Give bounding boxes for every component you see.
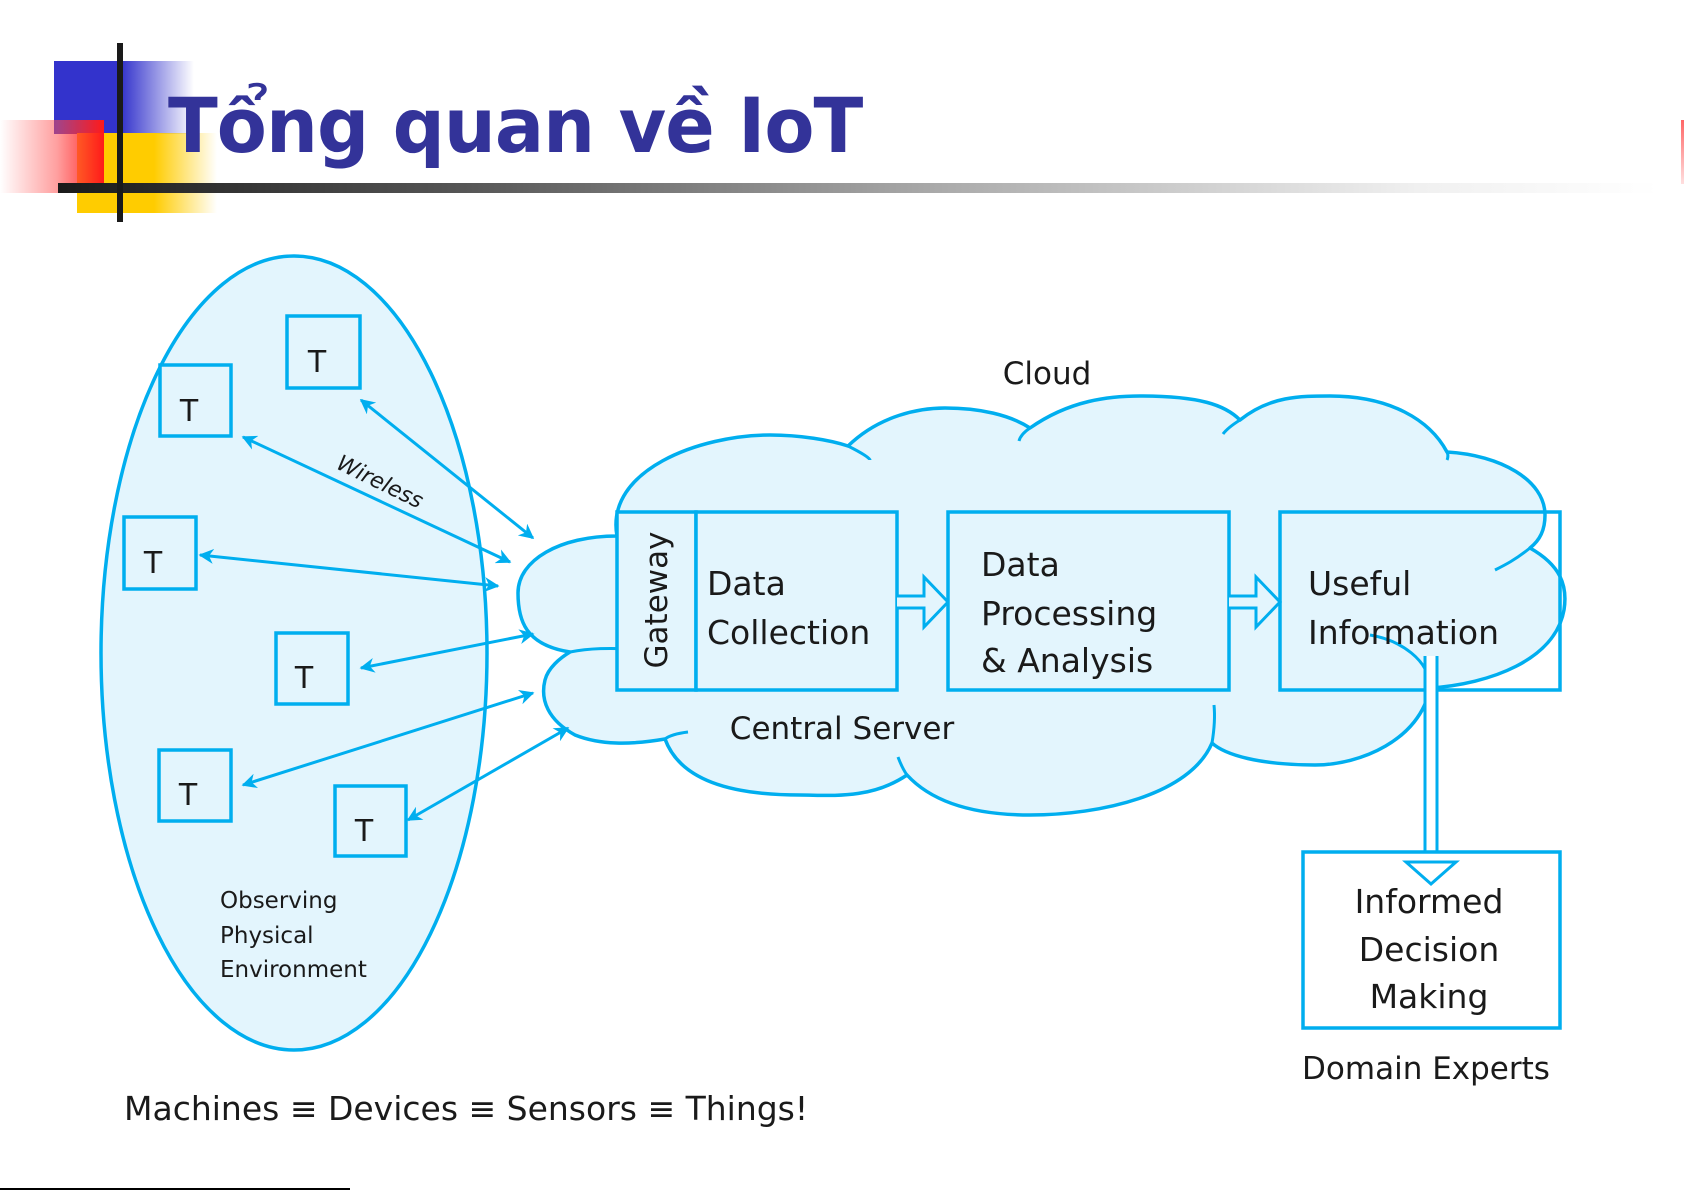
decision-label-line: Making bbox=[1370, 977, 1489, 1016]
svg-text:T: T bbox=[307, 345, 327, 380]
environment-caption-line: Environment bbox=[220, 957, 367, 983]
environment-caption-line: Observing bbox=[220, 888, 337, 914]
data-collection-label-line: Collection bbox=[707, 613, 870, 652]
domain-experts-label: Domain Experts bbox=[1302, 1051, 1550, 1087]
svg-text:T: T bbox=[294, 661, 314, 696]
thing-node: T bbox=[159, 750, 231, 821]
footer-divider bbox=[0, 1188, 350, 1190]
thing-node: T bbox=[335, 786, 406, 856]
central-server-label: Central Server bbox=[730, 711, 955, 747]
decision-label-line: Informed bbox=[1355, 882, 1504, 921]
thing-node: T bbox=[160, 365, 231, 436]
useful-information-label-line: Information bbox=[1308, 613, 1499, 652]
thing-node: T bbox=[287, 316, 360, 388]
svg-text:T: T bbox=[354, 814, 374, 849]
svg-text:T: T bbox=[178, 778, 198, 813]
thing-node: T bbox=[124, 517, 196, 589]
data-processing-label-line: Data bbox=[981, 545, 1060, 584]
svg-text:T: T bbox=[179, 394, 199, 429]
environment-caption-line: Physical bbox=[220, 923, 314, 949]
gateway-label: Gateway bbox=[639, 532, 675, 669]
data-processing-label-line: & Analysis bbox=[981, 641, 1153, 680]
cloud-label: Cloud bbox=[1003, 356, 1092, 392]
data-collection-label-line: Data bbox=[707, 564, 786, 603]
data-processing-label-line: Processing bbox=[981, 594, 1157, 633]
decision-label-line: Decision bbox=[1359, 930, 1500, 969]
useful-information-label-line: Useful bbox=[1308, 564, 1411, 603]
equivalence-note: Machines ≡ Devices ≡ Sensors ≡ Things! bbox=[124, 1089, 808, 1128]
thing-node: T bbox=[276, 633, 348, 704]
svg-text:T: T bbox=[143, 546, 163, 581]
